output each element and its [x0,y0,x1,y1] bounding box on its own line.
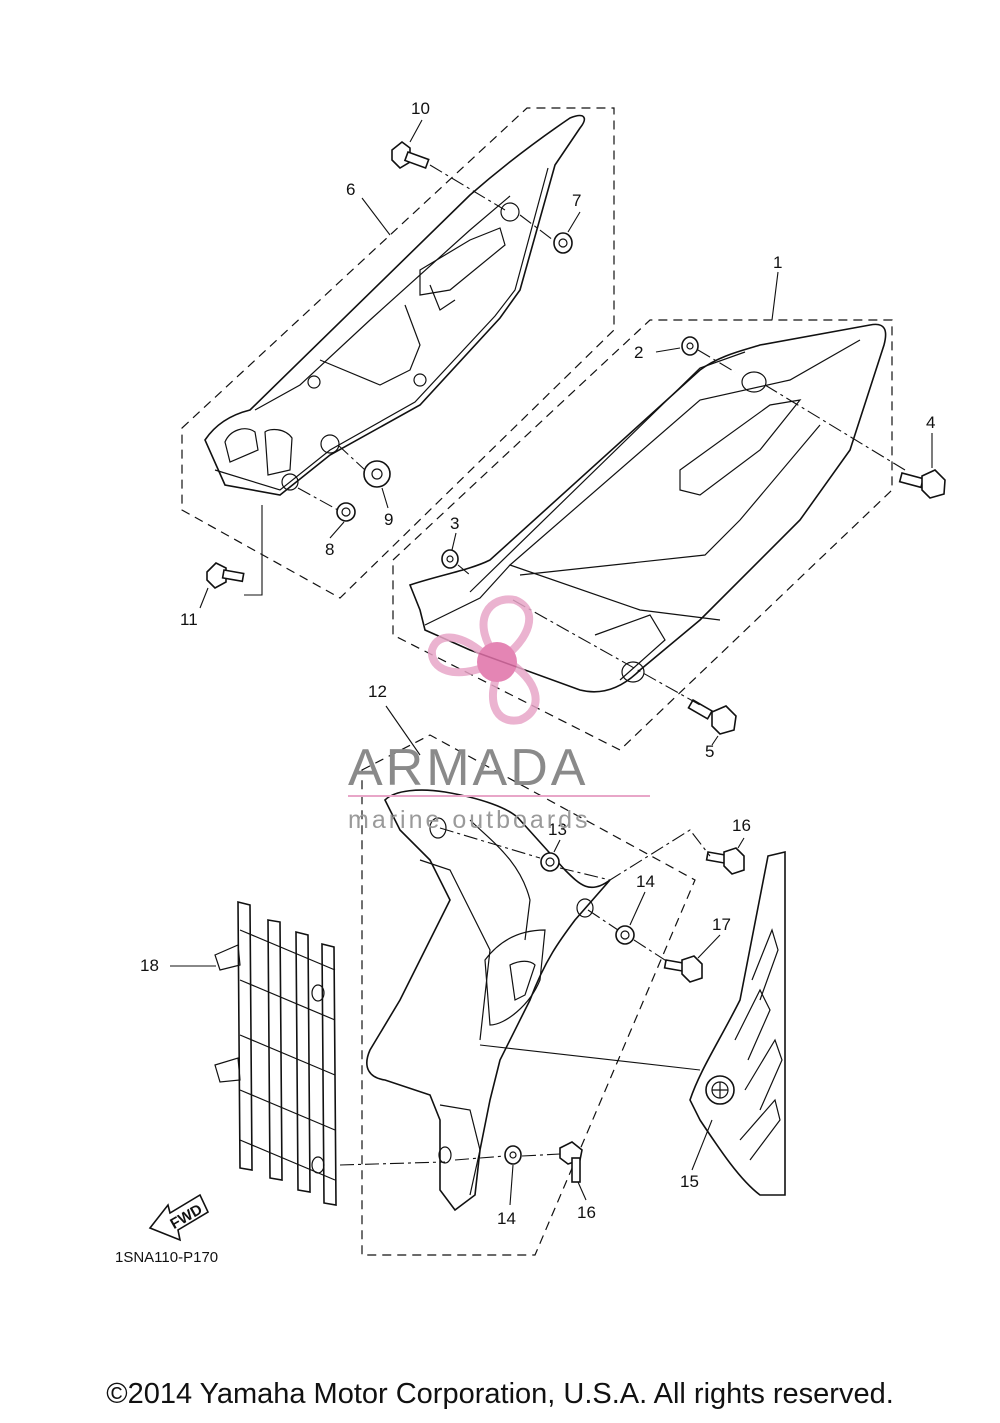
callout-13: 13 [548,820,567,839]
bolt-16-upper [705,847,745,875]
chain-5 [512,599,701,706]
bolt-4 [898,469,946,499]
group-box-12 [361,734,696,1256]
bracket-11 [244,505,263,596]
callout-9: 9 [384,510,393,529]
callout-3: 3 [450,514,459,533]
leader-14a [629,891,646,926]
leader-13 [553,839,561,853]
chain-13 [439,827,541,859]
bolt-10 [391,140,430,170]
grommet-13 [540,852,560,872]
leader-16a [737,837,745,849]
leader-16b [697,934,721,959]
leader-2 [655,347,681,353]
watermark-title: ARMADA [348,739,588,797]
side-cover-1 [408,323,887,693]
chain-17 [521,1153,561,1157]
callout-18: 18 [140,956,159,975]
callout-2: 2 [634,343,643,362]
leader-1 [771,271,779,321]
callout-5: 5 [705,742,714,761]
callout-4: 4 [926,413,935,432]
callout-7: 7 [572,191,581,210]
chain-4 [764,384,906,471]
leader-17 [577,1181,587,1201]
chain-8 [297,487,339,511]
callout-10: 10 [411,99,430,118]
callout-8: 8 [325,540,334,559]
bolt-11 [206,562,245,589]
leader-14b [509,1164,514,1206]
callout-17: 16 [577,1203,596,1222]
leader-15 [691,1119,713,1171]
group-box-6 [181,107,615,599]
chain-13b [559,829,711,881]
fwd-arrow-icon: FWD [148,1193,210,1242]
part-code: 1SNA110-P170 [115,1249,218,1266]
chain-9 [337,444,366,471]
collar-14-upper [615,925,635,945]
callout-14-lower: 14 [497,1209,516,1228]
chain-18 [339,1161,446,1166]
chain-14a [587,909,619,931]
radiator-shroud-12 [366,789,611,1212]
leader-15-line [479,1044,701,1071]
callout-12: 12 [368,682,387,701]
leader-9 [381,487,389,509]
chain-16b [633,939,669,963]
chain-10 [429,164,506,211]
callout-1: 1 [773,253,782,272]
grommet-2 [681,336,699,356]
grommet-3 [441,549,459,569]
leader-10 [409,119,423,143]
leader-12 [385,705,421,756]
damper-9 [363,460,391,488]
callout-11: 11 [180,610,198,629]
chain-3 [457,564,471,576]
washer-8 [336,502,356,522]
chain-14b [454,1155,506,1161]
callout-15: 15 [680,1172,699,1191]
group-box-1 [392,319,893,751]
leader-8 [329,521,345,539]
collar-14-lower [504,1145,522,1165]
watermark-logo [427,595,540,725]
decal-15 [689,850,786,1196]
callout-14-upper: 14 [636,872,655,891]
radiator-guard-18 [214,900,337,1206]
bolt-17 [559,1141,583,1183]
callout-16-lower: 17 [712,915,731,934]
watermark-rule [348,795,650,797]
bolt-16-lower [663,955,703,983]
callout-16-upper: 16 [732,816,751,835]
leader-5 [711,735,719,746]
leader-11 [199,587,209,609]
leader-7 [567,211,581,233]
washer-7 [553,232,573,254]
callout-6: 6 [346,180,355,199]
leader-3 [451,532,457,551]
leader-6 [361,197,391,236]
copyright-notice: ©2014 Yamaha Motor Corporation, U.S.A. A… [106,1378,894,1410]
side-cover-6 [204,114,586,496]
watermark-subtitle: marine outboards [348,806,591,834]
bolt-5 [687,698,737,735]
chain-7 [519,214,554,241]
chain-2 [697,349,736,373]
